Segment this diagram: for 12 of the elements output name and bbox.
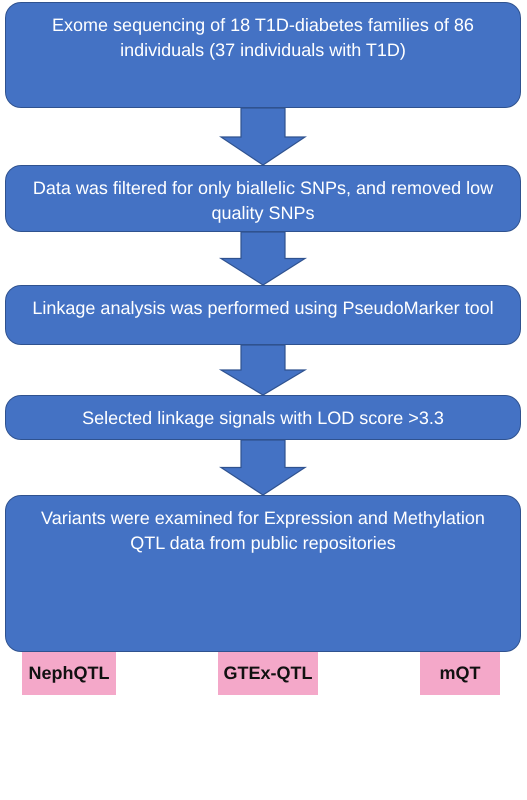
process-box: Data was filtered for only biallelic SNPs, and removed low quality SNPs — [5, 165, 521, 232]
process-box: Variants were examined for Expression and Methylation QTL data from public repositories — [5, 495, 521, 652]
source-tag: GTEx-QTL — [218, 652, 318, 695]
process-box: Selected linkage signals with LOD score >3.3 — [5, 395, 521, 440]
source-tag: NephQTL — [22, 652, 116, 695]
block-arrow — [218, 439, 308, 496]
process-box: Exome sequencing of 18 T1D-diabetes families of 86 individuals (37 individuals with T1D) — [5, 2, 521, 108]
block-arrow — [219, 107, 307, 166]
block-arrow — [218, 231, 308, 286]
process-box: Linkage analysis was performed using PseudoMarker tool — [5, 285, 521, 345]
block-arrow — [218, 344, 308, 396]
source-tag: mQT — [420, 652, 500, 695]
